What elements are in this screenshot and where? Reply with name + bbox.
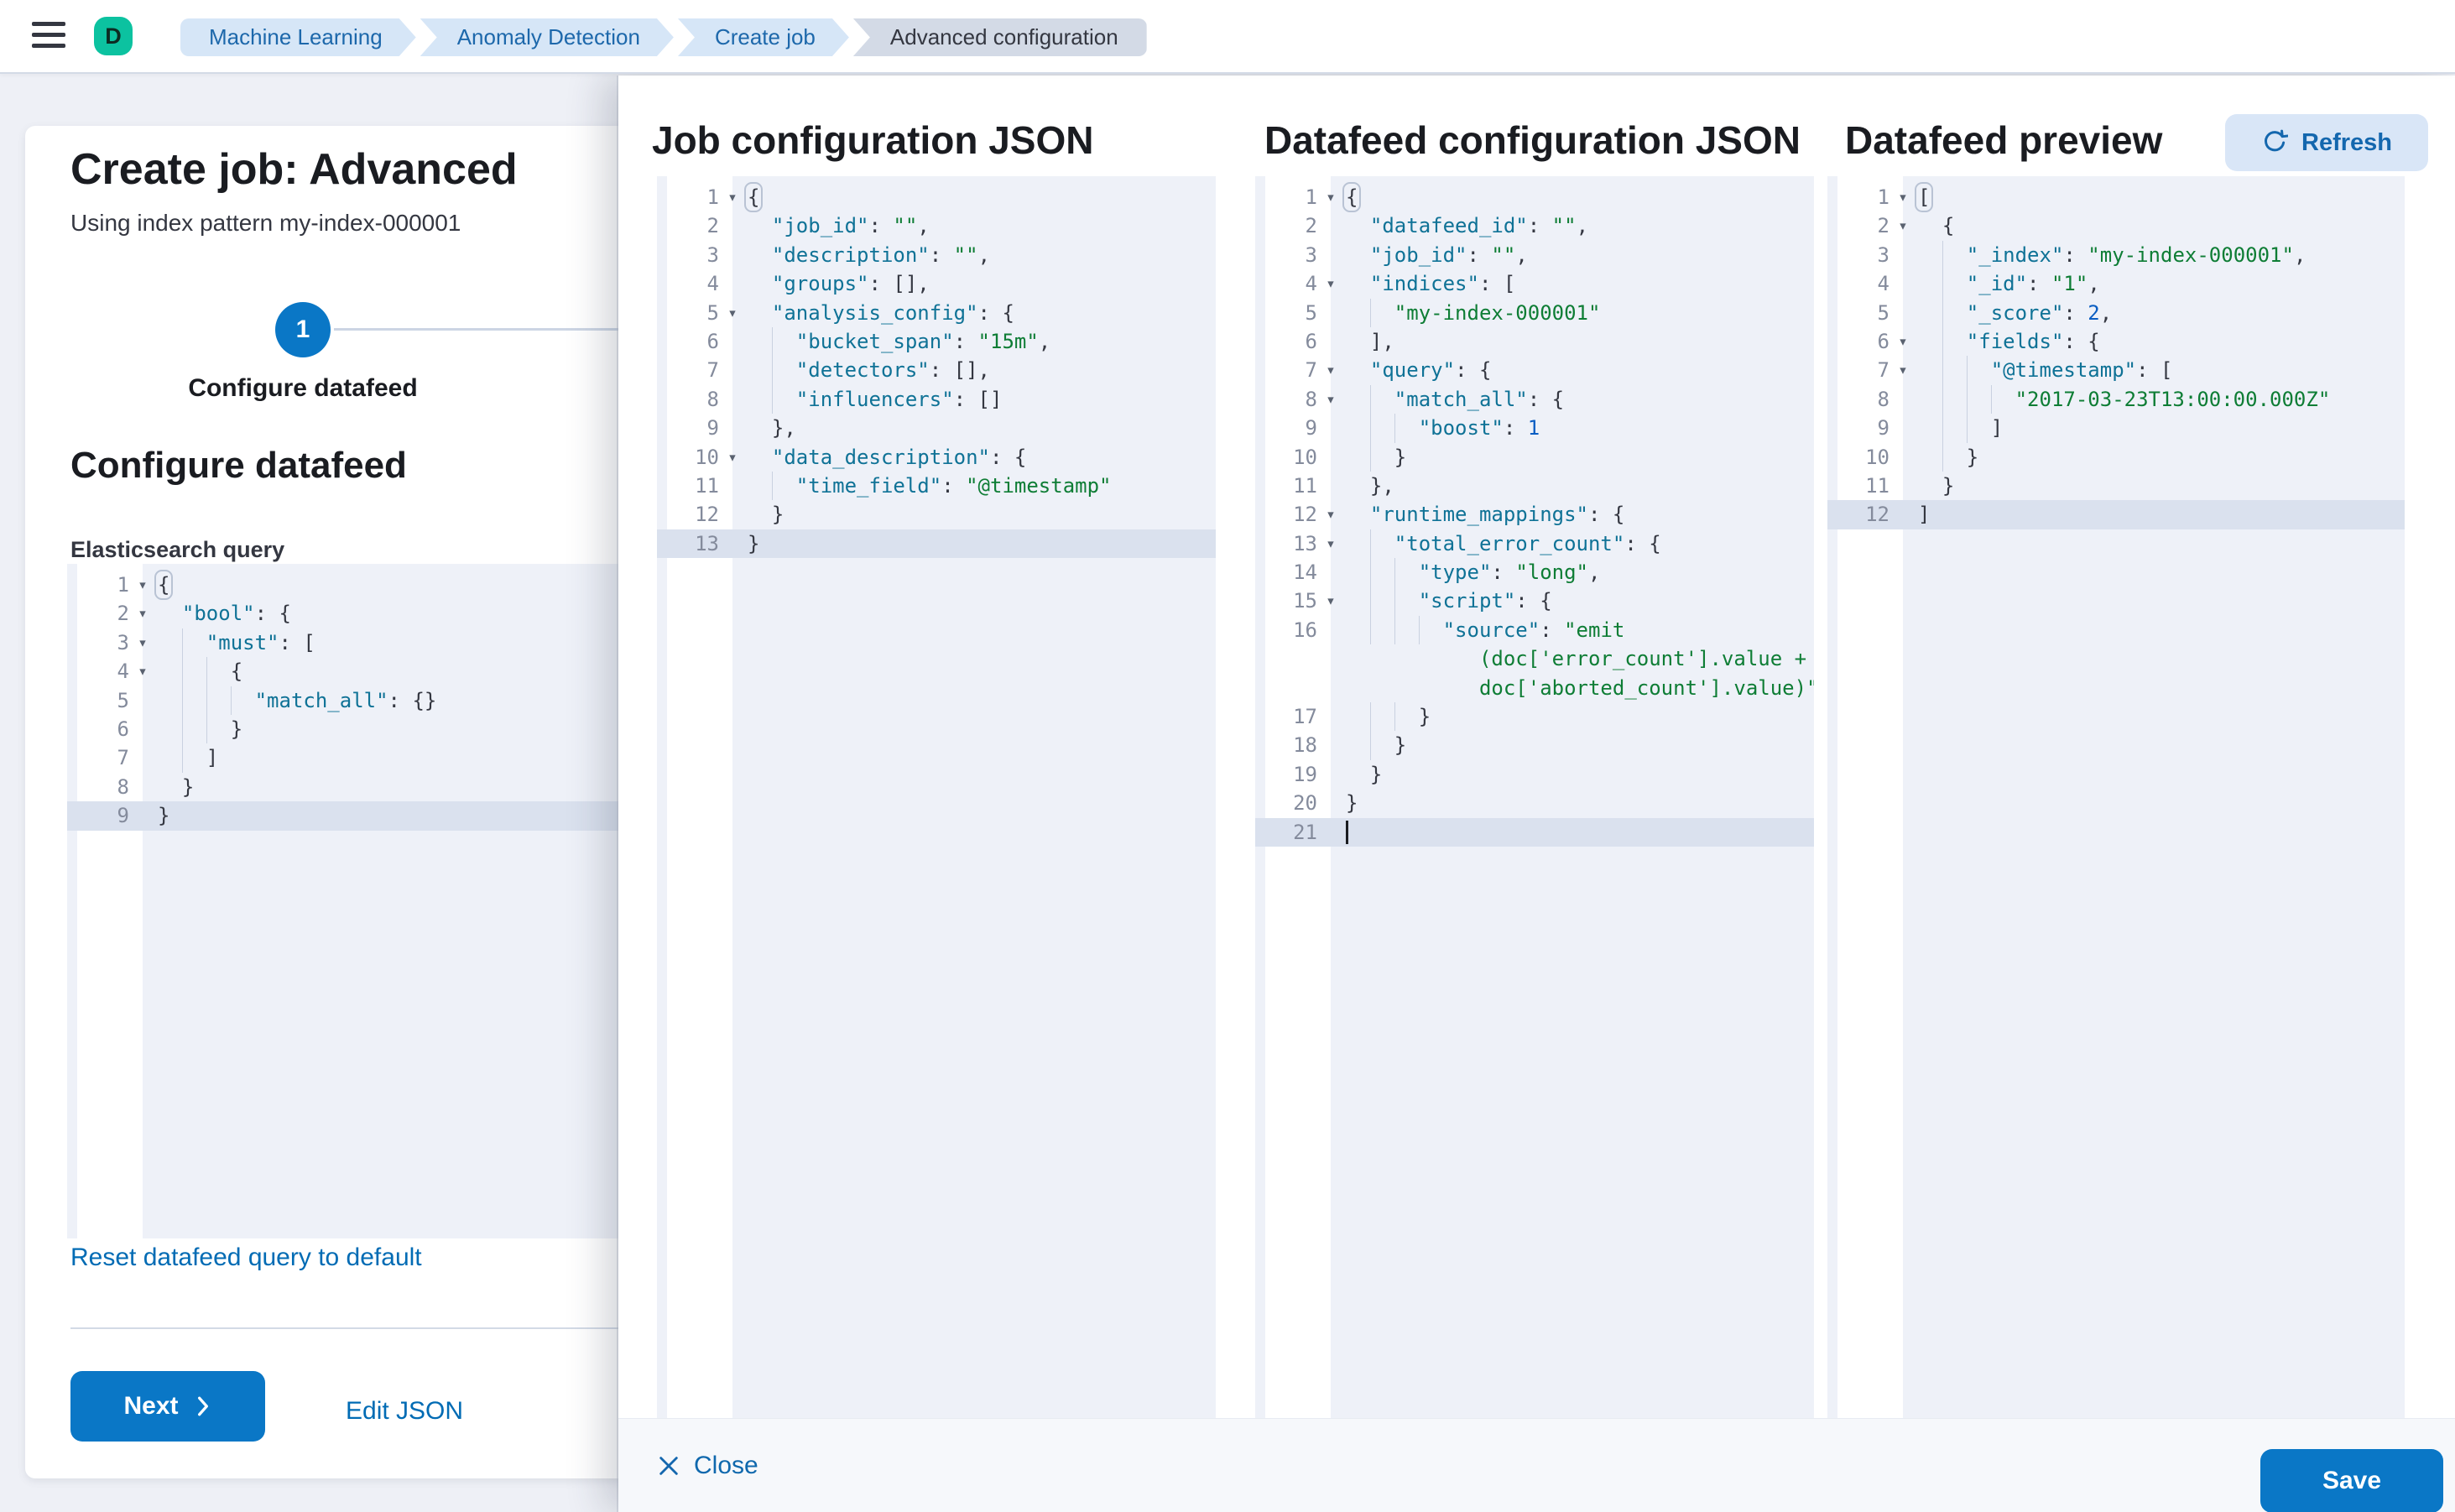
code-line: 13▾ "total_error_count": {: [1255, 529, 1814, 558]
breadcrumb-item: Advanced configuration: [853, 18, 1147, 56]
code-line: 8▾ "match_all": {: [1255, 385, 1814, 414]
advanced-json-flyout: Job configuration JSON Datafeed configur…: [618, 76, 2455, 1512]
code-line: 7▾ "query": {: [1255, 356, 1814, 384]
code-line: 7 "detectors": [],: [657, 356, 1216, 384]
code-line: 18 }: [1255, 731, 1814, 759]
top-navigation-bar: D Machine LearningAnomaly DetectionCreat…: [0, 0, 2455, 74]
breadcrumb-item[interactable]: Create job: [678, 18, 849, 56]
code-line: 4▾ "indices": [: [1255, 269, 1814, 298]
fold-arrow-icon[interactable]: ▾: [722, 299, 743, 327]
code-line: 12]: [1827, 500, 2405, 529]
job-configuration-title: Job configuration JSON: [652, 117, 1093, 163]
code-line: 15▾ "script": {: [1255, 587, 1814, 615]
fold-arrow-icon[interactable]: ▾: [1321, 385, 1341, 414]
code-line: 5▾ "analysis_config": {: [657, 299, 1216, 327]
code-line: 11 }: [1827, 472, 2405, 500]
step-1-indicator[interactable]: 1: [275, 302, 331, 357]
breadcrumb-item[interactable]: Machine Learning: [180, 18, 416, 56]
code-line: 8 "2017-03-23T13:00:00.000Z": [1827, 385, 2405, 414]
code-line: 10 }: [1827, 443, 2405, 472]
chevron-right-icon: [194, 1395, 212, 1417]
code-line: 10▾ "data_description": {: [657, 443, 1216, 472]
datafeed-configuration-title: Datafeed configuration JSON: [1264, 117, 1801, 163]
code-line: 1▾[: [1827, 183, 2405, 211]
code-line-wrap: doc['aborted_count'].value)": [1255, 674, 1814, 702]
fold-arrow-icon[interactable]: ▾: [133, 599, 153, 628]
code-line: 2 "datafeed_id": "",: [1255, 211, 1814, 240]
code-line: 11 },: [1255, 472, 1814, 500]
code-line: 21: [1255, 818, 1814, 847]
code-line: 4 "groups": [],: [657, 269, 1216, 298]
code-line: 9 ]: [1827, 414, 2405, 442]
fold-arrow-icon[interactable]: ▾: [1321, 500, 1341, 529]
code-line: 20}: [1255, 789, 1814, 817]
save-button[interactable]: Save: [2260, 1449, 2443, 1512]
code-line: 4 "_id": "1",: [1827, 269, 2405, 298]
close-button[interactable]: Close: [657, 1419, 758, 1512]
code-line: 3 "description": "",: [657, 241, 1216, 269]
code-line: 13}: [657, 529, 1216, 558]
code-line: 3 "job_id": "",: [1255, 241, 1814, 269]
code-line: 7▾ "@timestamp": [: [1827, 356, 2405, 384]
fold-arrow-icon[interactable]: ▾: [1321, 529, 1341, 558]
fold-arrow-icon[interactable]: ▾: [722, 183, 743, 211]
index-pattern-subtitle: Using index pattern my-index-000001: [70, 210, 461, 237]
code-line: 3 "_index": "my-index-000001",: [1827, 241, 2405, 269]
flyout-footer: Close Save: [618, 1418, 2455, 1512]
breadcrumb-item[interactable]: Anomaly Detection: [420, 18, 674, 56]
code-line: 6▾ "fields": {: [1827, 327, 2405, 356]
fold-arrow-icon[interactable]: ▾: [1321, 269, 1341, 298]
next-button[interactable]: Next: [70, 1371, 265, 1442]
datafeed-configuration-editor[interactable]: 1▾{2 "datafeed_id": "",3 "job_id": "",4▾…: [1255, 176, 1814, 1418]
job-configuration-editor[interactable]: 1▾{2 "job_id": "",3 "description": "",4 …: [657, 176, 1216, 1418]
code-line: 5 "_score": 2,: [1827, 299, 2405, 327]
fold-arrow-icon[interactable]: ▾: [1321, 587, 1341, 615]
configure-datafeed-heading: Configure datafeed: [70, 445, 407, 487]
elasticsearch-query-label: Elasticsearch query: [70, 537, 284, 563]
refresh-button[interactable]: Refresh: [2225, 114, 2428, 171]
fold-arrow-icon[interactable]: ▾: [133, 571, 153, 599]
menu-icon[interactable]: [32, 22, 65, 52]
code-line: 2 "job_id": "",: [657, 211, 1216, 240]
code-line-wrap: (doc['error_count'].value +: [1255, 644, 1814, 673]
fold-arrow-icon[interactable]: ▾: [1321, 183, 1341, 211]
edit-json-link[interactable]: Edit JSON: [346, 1395, 463, 1428]
code-line: 12 }: [657, 500, 1216, 529]
page-title: Create job: Advanced: [70, 144, 518, 195]
code-line: 10 }: [1255, 443, 1814, 472]
code-line: 8 "influencers": []: [657, 385, 1216, 414]
fold-arrow-icon[interactable]: ▾: [1893, 356, 1913, 384]
close-icon: [657, 1454, 680, 1478]
code-line: 5 "my-index-000001": [1255, 299, 1814, 327]
fold-arrow-icon[interactable]: ▾: [722, 443, 743, 472]
fold-arrow-icon[interactable]: ▾: [133, 628, 153, 657]
fold-arrow-icon[interactable]: ▾: [1893, 211, 1913, 240]
code-line: 14 "type": "long",: [1255, 558, 1814, 587]
code-line: 1▾{: [1255, 183, 1814, 211]
datafeed-preview-editor[interactable]: 1▾[2▾ {3 "_index": "my-index-000001",4 "…: [1827, 176, 2405, 1418]
code-line: 9 },: [657, 414, 1216, 442]
fold-arrow-icon[interactable]: ▾: [133, 657, 153, 686]
fold-arrow-icon[interactable]: ▾: [1893, 327, 1913, 356]
fold-arrow-icon[interactable]: ▾: [1321, 356, 1341, 384]
code-line: 6 ],: [1255, 327, 1814, 356]
refresh-icon: [2261, 129, 2288, 156]
code-line: 2▾ {: [1827, 211, 2405, 240]
breadcrumb: Machine LearningAnomaly DetectionCreate …: [176, 18, 1147, 56]
code-line: 9 "boost": 1: [1255, 414, 1814, 442]
code-line: 17 }: [1255, 702, 1814, 731]
avatar[interactable]: D: [94, 17, 133, 55]
fold-arrow-icon[interactable]: ▾: [1893, 183, 1913, 211]
step-1-label: Configure datafeed: [177, 374, 429, 403]
reset-datafeed-query-link[interactable]: Reset datafeed query to default: [70, 1243, 422, 1272]
code-line: 19 }: [1255, 760, 1814, 789]
datafeed-preview-title: Datafeed preview: [1845, 117, 2162, 163]
code-line: 1▾{: [657, 183, 1216, 211]
code-line: 6 "bucket_span": "15m",: [657, 327, 1216, 356]
code-line: 16 "source": "emit: [1255, 616, 1814, 644]
code-line: 11 "time_field": "@timestamp": [657, 472, 1216, 500]
code-line: 12▾ "runtime_mappings": {: [1255, 500, 1814, 529]
